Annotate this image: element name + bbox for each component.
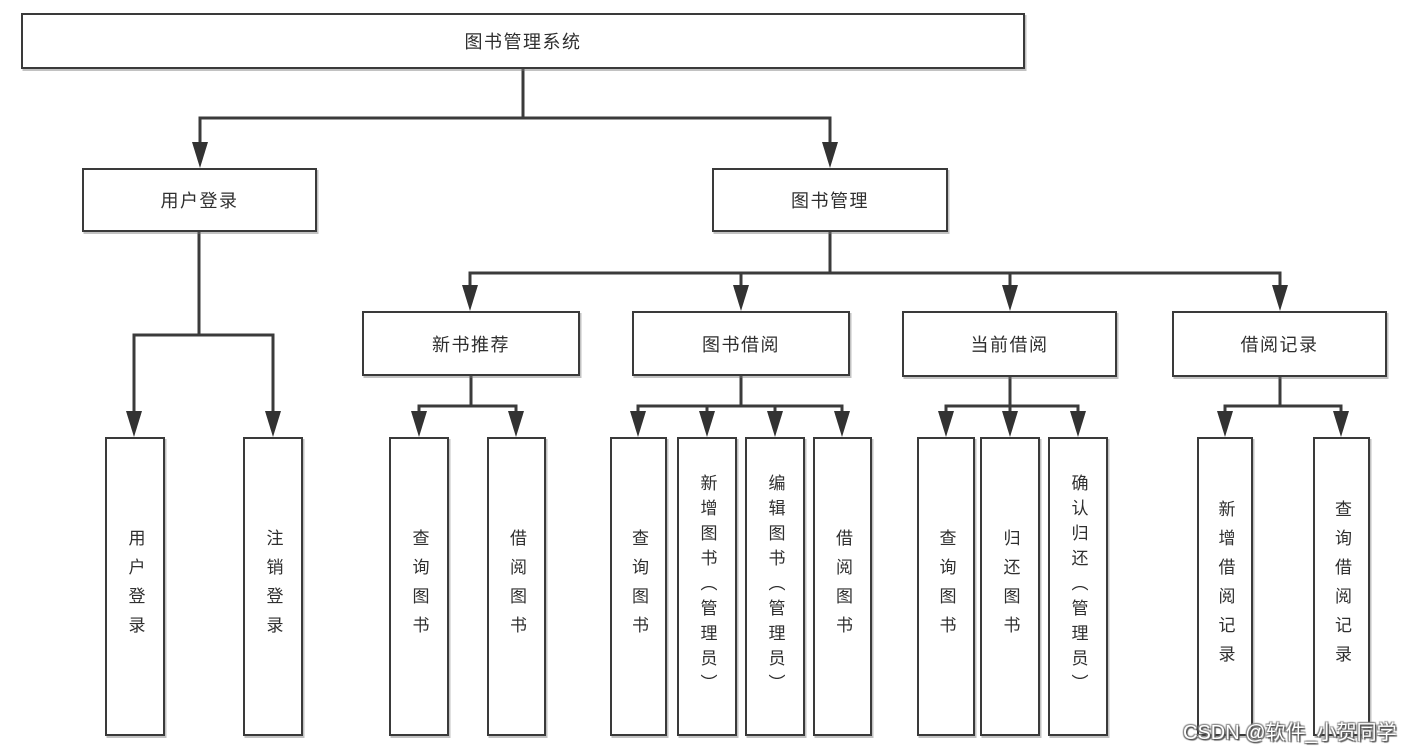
arrow-down-icon xyxy=(630,411,646,437)
node-label: 新增借阅记录 xyxy=(1215,499,1235,674)
connector-branch-root xyxy=(192,69,838,168)
connector-branch-user-login xyxy=(126,232,281,437)
connector-line xyxy=(636,376,844,417)
arrow-down-icon xyxy=(462,285,478,311)
arrow-down-icon xyxy=(1272,285,1288,311)
leaf-bb-edit-book-admin: 编辑图书（管理员） xyxy=(745,437,805,736)
leaf-logout: 注销登录 xyxy=(243,437,303,736)
node-user-login-group: 用户登录 xyxy=(82,168,317,232)
connector-line xyxy=(468,232,1282,290)
leaf-bb-add-book-admin: 新增图书（管理员） xyxy=(677,437,737,736)
connector-branch-borrow-records xyxy=(1217,376,1349,437)
leaf-rec-borrow-book: 借阅图书 xyxy=(487,437,546,736)
node-label: 查询借阅记录 xyxy=(1332,499,1351,674)
connector-line xyxy=(198,69,832,148)
leaf-cb-confirm-return-admin: 确认归还（管理员） xyxy=(1048,437,1108,736)
leaf-bb-query-book: 查询图书 xyxy=(610,437,667,736)
leaf-br-query-record: 查询借阅记录 xyxy=(1313,437,1370,736)
arrow-down-icon xyxy=(1333,411,1349,437)
arrow-down-icon xyxy=(699,411,715,437)
node-book-management-group: 图书管理 xyxy=(712,168,948,232)
arrow-down-icon xyxy=(411,411,427,437)
csdn-watermark: CSDN @软件_小贺同学 xyxy=(1183,722,1397,744)
node-label: 新书推荐 xyxy=(432,334,510,355)
arrow-down-icon xyxy=(508,411,524,437)
node-label: 图书管理系统 xyxy=(464,32,582,52)
arrow-down-icon xyxy=(733,285,749,311)
node-label: 借阅图书 xyxy=(833,528,852,645)
connector-line xyxy=(944,376,1080,417)
arrow-down-icon xyxy=(834,411,850,437)
node-label: 新增图书（管理员） xyxy=(697,474,717,699)
connector-branch-book-mgmt xyxy=(462,232,1288,311)
node-label: 借阅图书 xyxy=(507,528,526,645)
arrow-down-icon xyxy=(767,411,783,437)
node-new-book-recommend: 新书推荐 xyxy=(362,311,580,376)
connector-line xyxy=(417,376,518,417)
node-label: 借阅记录 xyxy=(1240,335,1319,355)
leaf-cb-query-book: 查询图书 xyxy=(917,437,975,736)
connector-line xyxy=(132,232,275,417)
arrow-down-icon xyxy=(938,411,954,437)
connector-branch-current-borrow xyxy=(938,376,1086,437)
node-book-borrowing: 图书借阅 xyxy=(632,311,850,376)
node-label: 查询图书 xyxy=(629,528,648,645)
node-label: 归还图书 xyxy=(1000,528,1020,645)
node-label: 图书管理 xyxy=(791,191,869,211)
node-label: 确认归还（管理员） xyxy=(1068,474,1088,699)
arrow-down-icon xyxy=(1070,411,1086,437)
leaf-cb-return-book: 归还图书 xyxy=(980,437,1040,736)
arrow-down-icon xyxy=(822,142,838,168)
leaf-rec-query-book: 查询图书 xyxy=(389,437,449,736)
node-label: 查询图书 xyxy=(409,528,429,645)
node-label: 注销登录 xyxy=(263,528,283,645)
node-label: 查询图书 xyxy=(936,528,956,645)
arrow-down-icon xyxy=(1002,285,1018,311)
node-label: 当前借阅 xyxy=(970,335,1049,355)
leaf-br-add-record: 新增借阅记录 xyxy=(1197,437,1253,736)
connector-branch-new-book-rec xyxy=(411,376,524,437)
node-label: 编辑图书（管理员） xyxy=(765,474,785,699)
node-borrow-records: 借阅记录 xyxy=(1172,311,1387,377)
arrow-down-icon xyxy=(265,411,281,437)
node-label: 用户登录 xyxy=(125,528,145,645)
leaf-bb-borrow-book: 借阅图书 xyxy=(813,437,872,736)
arrow-down-icon xyxy=(192,142,208,168)
connector-line xyxy=(1223,376,1343,417)
node-label: 图书借阅 xyxy=(702,334,780,355)
leaf-user-login: 用户登录 xyxy=(105,437,165,736)
arrow-down-icon xyxy=(1217,411,1233,437)
node-library-system-root: 图书管理系统 xyxy=(21,13,1025,69)
node-current-borrowing: 当前借阅 xyxy=(902,311,1117,377)
connector-branch-book-borrow xyxy=(630,376,850,437)
arrow-down-icon xyxy=(126,411,142,437)
arrow-down-icon xyxy=(1002,411,1018,437)
node-label: 用户登录 xyxy=(160,191,239,211)
